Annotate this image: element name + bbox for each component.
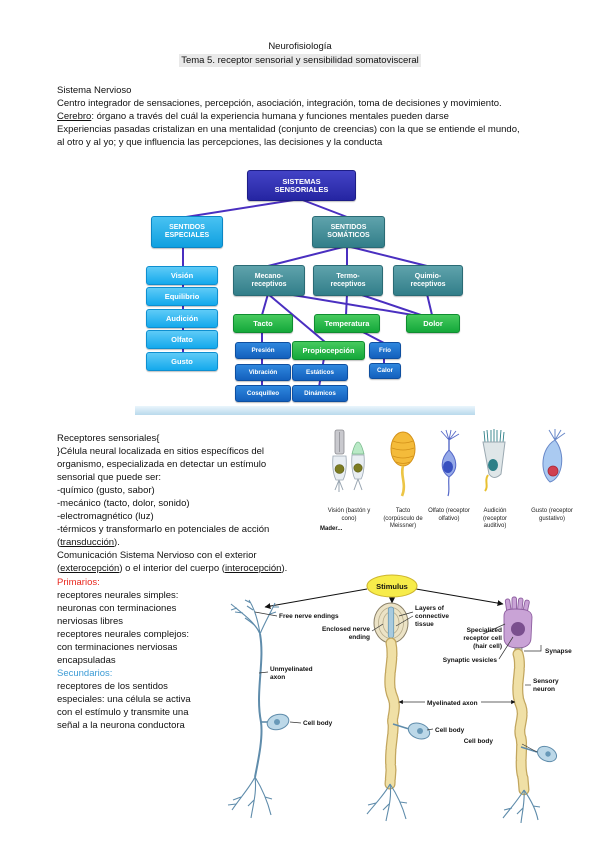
primary-label: Primarios:: [57, 577, 100, 588]
node-calor: Calor: [369, 363, 401, 379]
page-subtitle-row: Tema 5. receptor sensorial y sensibilida…: [0, 54, 600, 67]
meissner-illustration: [390, 431, 416, 497]
term-exterocepcion: exterocepción: [60, 563, 120, 574]
label-leaders: [254, 611, 542, 753]
node-estaticos: Estáticos: [292, 364, 348, 381]
intro-line1: Centro integrador de sensaciones, percep…: [57, 98, 502, 109]
node-dolor: Dolor: [406, 314, 460, 333]
olfactory-cell-illustration: [440, 429, 460, 497]
label-cell-body-middle: Cell body: [435, 727, 465, 734]
label-unmyelinated-1: Unmyelinated: [270, 666, 313, 673]
node-termo-receptivos: Termo- receptivos: [313, 265, 383, 296]
node-tacto: Tacto: [233, 314, 293, 333]
receptor-nucleus: [511, 622, 525, 636]
label-specialized-1: Specialized: [467, 627, 502, 634]
label-synaptic-vesicles: Synaptic vesicles: [443, 657, 498, 664]
stimulus-arrows: [264, 588, 504, 609]
flowchart-bottom-band: [135, 406, 475, 415]
intro-line2: Cerebro: órgano a través del cuál la exp…: [57, 111, 449, 122]
intro-heading: Sistema Nervioso: [57, 85, 132, 96]
term-transduccion: transducción: [60, 537, 115, 548]
node-temperatura: Temperatura: [314, 314, 380, 333]
receptor-figure-tacto: Tacto (corpúsculo de Meissner): [380, 428, 426, 531]
node-mecano-receptivos: Mecano- receptivos: [233, 265, 305, 296]
label-synapse: Synapse: [545, 648, 572, 655]
intro-line3: Experiencias pasadas cristalizan en una …: [57, 124, 520, 135]
node-sentidos-somaticos: SENTIDOS SOMÁTICOS: [312, 216, 385, 248]
intro-line4: al otro y al yo; y que influencia las pe…: [57, 137, 383, 148]
node-olfato: Olfato: [146, 330, 218, 349]
receptor-types-block: Primarios: receptores neurales simples: …: [57, 576, 247, 732]
label-enclosed-1: Enclosed nerve: [322, 626, 370, 633]
node-vision: Visión: [146, 266, 218, 285]
receptor-figure-gusto: Gusto (receptor gustativo): [526, 428, 578, 523]
stimulus-label: Stimulus: [376, 582, 408, 591]
receptor-figure-vision: Visión (bastón y cono) Mader...: [320, 428, 378, 536]
node-presion: Presión: [235, 342, 291, 359]
middle-neuron: [366, 602, 410, 822]
left-neuron: [227, 599, 279, 819]
node-equilibrio: Equilibrio: [146, 287, 218, 306]
node-vibracion: Vibración: [235, 364, 291, 381]
node-audicion: Audición: [146, 309, 218, 328]
right-neuron: [502, 596, 541, 824]
secondary-label: Secundarios:: [57, 668, 113, 679]
label-specialized-2: receptor cell: [463, 635, 502, 642]
sensory-systems-flowchart: SISTEMAS SENSORIALES SENTIDOS ESPECIALES…: [135, 163, 475, 415]
primary-text: receptores neurales simples: neuronas co…: [57, 590, 190, 666]
node-gusto: Gusto: [146, 352, 218, 371]
page-subtitle: Tema 5. receptor sensorial y sensibilida…: [179, 54, 421, 67]
sensory-neuron-figure: Stimulus: [227, 574, 572, 824]
term-interocepcion: interocepción: [224, 563, 282, 574]
label-layers-2: connective: [415, 613, 449, 620]
label-specialized-3: (hair cell): [473, 643, 502, 650]
middle-nucleus: [417, 728, 423, 734]
label-sensory-1: Sensory: [533, 678, 559, 685]
label-myelinated-axon: Myelinated axon: [427, 700, 478, 707]
node-sentidos-especiales: SENTIDOS ESPECIALES: [151, 216, 223, 248]
rod-cone-illustration: [332, 429, 365, 492]
receptor-figure-olfato: Olfato (receptor olfativo): [426, 428, 472, 523]
intro-block: Sistema Nervioso Centro integrador de se…: [57, 84, 577, 149]
figure-credit: Mader...: [320, 526, 343, 532]
label-unmyelinated-2: axon: [270, 674, 285, 681]
receptors-heading: Receptores sensoriales: [57, 433, 157, 444]
term-cerebro: Cerebro: [57, 111, 92, 122]
left-nucleus: [274, 719, 280, 725]
label-cell-body-left: Cell body: [303, 720, 333, 727]
hair-cell-illustration: [482, 429, 506, 492]
node-dinamicos: Dinámicos: [292, 385, 348, 402]
label-free-nerve-endings: Free nerve endings: [279, 613, 339, 620]
page-title: Neurofisiología: [268, 41, 332, 52]
label-enclosed-2: ending: [349, 634, 370, 641]
label-cell-body-right: Cell body: [464, 738, 494, 745]
node-frio: Frío: [369, 342, 401, 359]
label-layers-1: Layers of: [415, 605, 445, 612]
right-nucleus: [545, 751, 551, 757]
secondary-text: receptores de los sentidos especiales: u…: [57, 681, 191, 731]
receptor-cells-figure: Visión (bastón y cono) Mader... Tacto (c…: [318, 428, 580, 548]
node-quimio-receptivos: Quimio- receptivos: [393, 265, 463, 296]
receptor-figure-audicion: Audición (receptor auditivo): [472, 428, 518, 531]
label-layers-3: tissue: [415, 621, 434, 628]
node-cosquilleo: Cosquilleo: [235, 385, 291, 402]
node-sistemas-sensoriales: SISTEMAS SENSORIALES: [247, 170, 356, 201]
receptors-block: Receptores sensoriales{ }Célula neural l…: [57, 433, 288, 574]
label-sensory-2: neuron: [533, 686, 555, 693]
stimulus-oval: [366, 574, 418, 598]
node-propiocepcion: Propiocepción: [292, 341, 365, 360]
gustatory-cell-illustration: [542, 429, 566, 483]
